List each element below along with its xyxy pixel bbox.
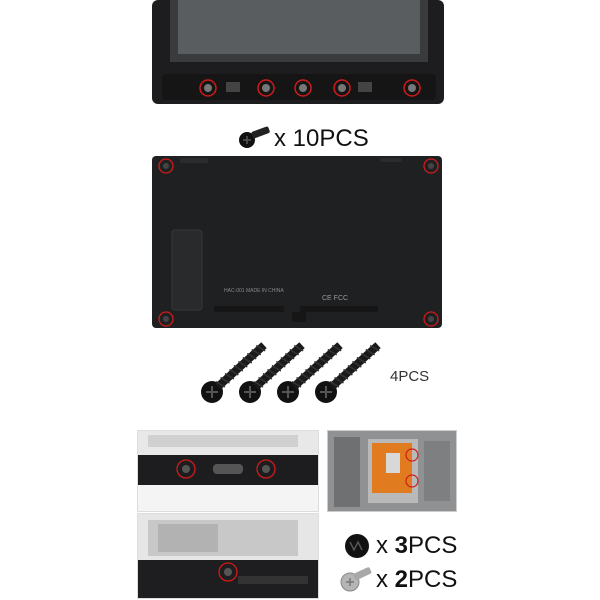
back-screw-highlight-1 <box>158 158 174 174</box>
back-screw-highlight-3 <box>158 311 174 327</box>
back-label-1: HAC-001 MADE IN CHINA <box>224 288 284 294</box>
top-count-label: x 10PCS <box>274 125 369 152</box>
port-screw-highlight-2 <box>256 459 276 479</box>
screw-highlight-4 <box>333 79 351 97</box>
board-screw-highlight-1 <box>405 448 419 462</box>
back-screw-highlight-4 <box>423 311 439 327</box>
long-screws-image <box>200 340 390 410</box>
silver-count-prefix: x <box>376 566 395 593</box>
small-screw-icon <box>238 126 272 150</box>
back-label-2: CE FCC <box>322 295 349 302</box>
screw-highlight-2 <box>257 79 275 97</box>
device-back-photo: HAC-001 MADE IN CHINA CE FCC <box>150 154 444 334</box>
black-screw-count: x 3PCS <box>376 532 457 560</box>
black-count-num: 3 <box>394 532 409 559</box>
back-screw-highlight-2 <box>423 158 439 174</box>
silver-count-suffix: PCS <box>408 566 458 593</box>
port-screw-highlight-1 <box>176 459 196 479</box>
rail-photo <box>137 513 319 599</box>
silver-count-num: 2 <box>394 566 409 593</box>
silver-screw-icon <box>340 566 374 594</box>
board-screw-highlight-2 <box>405 474 419 488</box>
black-count-prefix: x <box>376 532 395 559</box>
rail-screw-highlight-1 <box>218 562 238 582</box>
port-photo <box>137 430 319 512</box>
board-photo <box>327 430 457 512</box>
long-screws-count: 4PCS <box>390 368 430 385</box>
device-bottom-photo <box>148 0 450 108</box>
screw-highlight-1 <box>199 79 217 97</box>
screw-highlight-5 <box>403 79 421 97</box>
screw-highlight-3 <box>294 79 312 97</box>
silver-screw-count: x 2PCS <box>376 566 457 594</box>
black-screw-icon <box>343 532 371 560</box>
black-count-suffix: PCS <box>408 532 458 559</box>
